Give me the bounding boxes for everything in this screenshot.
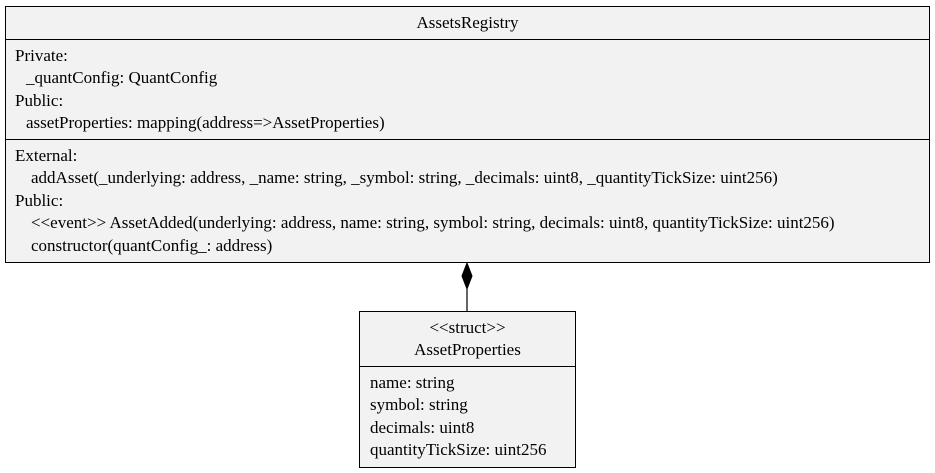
visibility-label: External: (15, 146, 78, 165)
fields-compartment: name: string symbol: string decimals: ui… (360, 367, 575, 462)
class-stereotype: <<struct>> (429, 318, 506, 337)
attribute-item: assetProperties: mapping(address=>AssetP… (26, 113, 385, 133)
field-item: decimals: uint8 (370, 417, 475, 437)
field-item: symbol: string (370, 395, 468, 415)
composition-diamond (461, 261, 473, 291)
operations-compartment: External: addAsset(_underlying: address,… (6, 140, 929, 257)
class-name: AssetsRegistry (416, 13, 519, 32)
attribute-item: _quantConfig: QuantConfig (26, 68, 218, 88)
operation-item: <<event>> AssetAdded(underlying: address… (31, 213, 835, 233)
field-item: quantityTickSize: uint256 (370, 440, 547, 460)
visibility-label: Private: (15, 46, 68, 65)
attributes-compartment: Private: _quantConfig: QuantConfig Publi… (6, 40, 929, 140)
class-asset-properties: <<struct>> AssetProperties name: string … (359, 311, 576, 468)
class-header: <<struct>> AssetProperties (360, 312, 575, 367)
class-header: AssetsRegistry (6, 7, 929, 40)
operation-item: addAsset(_underlying: address, _name: st… (31, 168, 778, 188)
operation-item: constructor(quantConfig_: address) (31, 235, 273, 255)
field-item: name: string (370, 373, 455, 392)
class-name: AssetProperties (414, 340, 521, 359)
visibility-label: Public: (15, 190, 64, 210)
visibility-label: Public: (15, 90, 64, 110)
class-assets-registry: AssetsRegistry Private: _quantConfig: Qu… (5, 6, 930, 263)
